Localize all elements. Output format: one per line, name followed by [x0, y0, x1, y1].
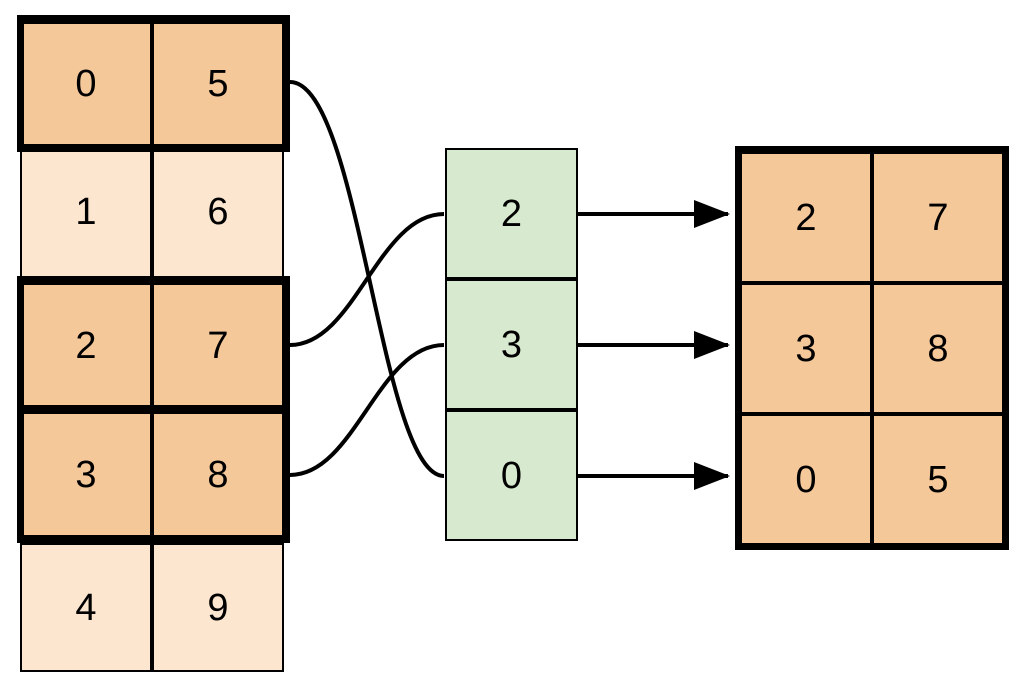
- source-cell-r4c1: 9: [152, 543, 284, 672]
- result-cell-r1c0: 3: [740, 283, 872, 414]
- source-cell-r0c0: 0: [20, 22, 152, 146]
- source-cell-r1c0: 1: [20, 146, 152, 278]
- source-cell-r4c0: 4: [20, 543, 152, 672]
- source-cell-r3c0: 3: [20, 412, 152, 537]
- result-cell-r1c1: 8: [872, 283, 1004, 414]
- curve-row2-to-index0: [289, 212, 445, 347]
- source-row-2-3-divider: [24, 405, 283, 412]
- result-cell-r0c0: 2: [740, 152, 872, 283]
- index-cell-1: 3: [445, 279, 578, 410]
- source-cell-r2c0: 2: [20, 283, 152, 408]
- index-cell-2: 0: [445, 410, 578, 541]
- index-cell-0: 2: [445, 148, 578, 279]
- result-cell-r2c1: 5: [872, 414, 1004, 545]
- curve-row3-to-index1: [289, 343, 445, 477]
